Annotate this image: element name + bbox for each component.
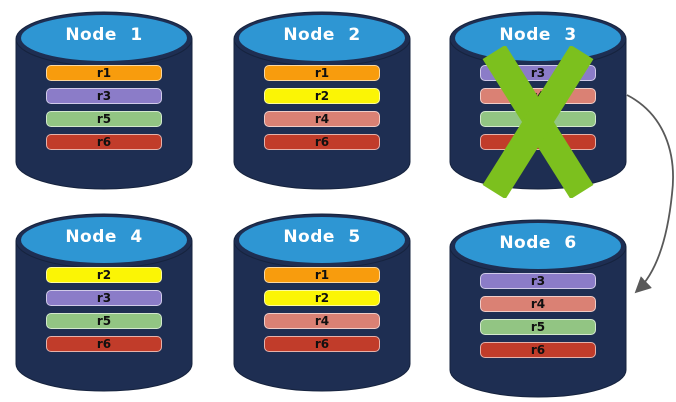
replica-list: r1 r3 r5 r6 (46, 65, 162, 157)
replica-label: r6 (314, 135, 330, 149)
replica-label: r6 (96, 337, 112, 351)
replica-label: r4 (530, 297, 546, 311)
replica-label: r6 (96, 135, 112, 149)
replica-label: r3 (96, 89, 112, 103)
node-4: Node 4 r2 r3 r5 r6 (15, 211, 193, 393)
replica-list: r2 r3 r5 r6 (46, 267, 162, 359)
replica-label: r1 (96, 66, 112, 80)
replica-bar: r5 (46, 313, 162, 329)
replica-bar: r6 (264, 134, 380, 150)
replica-label: r1 (314, 268, 330, 282)
replica-bar: r2 (264, 88, 380, 104)
replica-label: r6 (314, 337, 330, 351)
replica-bar: r6 (264, 336, 380, 352)
arrow-curve (626, 94, 674, 294)
replica-bar: r2 (46, 267, 162, 283)
replica-label: r3 (96, 291, 112, 305)
replica-bar: r2 (264, 290, 380, 306)
node-title: Node 3 (499, 25, 577, 45)
node-title: Node 6 (499, 233, 577, 253)
replica-label: r4 (314, 112, 330, 126)
replica-label: r5 (96, 112, 112, 126)
replica-bar: r3 (46, 290, 162, 306)
node-6: Node 6 r3 r4 r5 r6 (449, 217, 627, 399)
replica-bar: r3 (46, 88, 162, 104)
node-title: Node 5 (283, 227, 361, 247)
replica-bar: r4 (480, 296, 596, 312)
replica-bar: r1 (46, 65, 162, 81)
replica-label: r5 (96, 314, 112, 328)
replica-bar: r1 (264, 65, 380, 81)
replica-label: r3 (530, 274, 546, 288)
replica-bar: r6 (46, 134, 162, 150)
replica-label: r2 (314, 291, 330, 305)
replica-bar: r5 (46, 111, 162, 127)
replica-label: r2 (314, 89, 330, 103)
replica-bar: r6 (480, 342, 596, 358)
node-title: Node 2 (283, 25, 361, 45)
replica-label: r3 (530, 66, 546, 80)
node-title: Node 4 (65, 227, 143, 247)
node-5: Node 5 r1 r2 r4 r6 (233, 211, 411, 393)
replica-bar: r4 (264, 111, 380, 127)
node-title: Node 1 (65, 25, 143, 45)
replica-list: r3 r4 r5 r6 (480, 273, 596, 365)
replica-label: r4 (314, 314, 330, 328)
replica-label: r1 (314, 66, 330, 80)
replica-bar: r3 (480, 273, 596, 289)
replica-bar: r5 (480, 319, 596, 335)
replica-bar: r6 (46, 336, 162, 352)
replica-label: r6 (530, 343, 546, 357)
replica-bar: r4 (264, 313, 380, 329)
replica-label: r5 (530, 320, 546, 334)
replica-label: r2 (96, 268, 112, 282)
node-1: Node 1 r1 r3 r5 r6 (15, 9, 193, 191)
replica-bar: r1 (264, 267, 380, 283)
failure-x-icon (482, 46, 594, 198)
replica-list: r1 r2 r4 r6 (264, 267, 380, 359)
replica-list: r1 r2 r4 r6 (264, 65, 380, 157)
node-2: Node 2 r1 r2 r4 r6 (233, 9, 411, 191)
